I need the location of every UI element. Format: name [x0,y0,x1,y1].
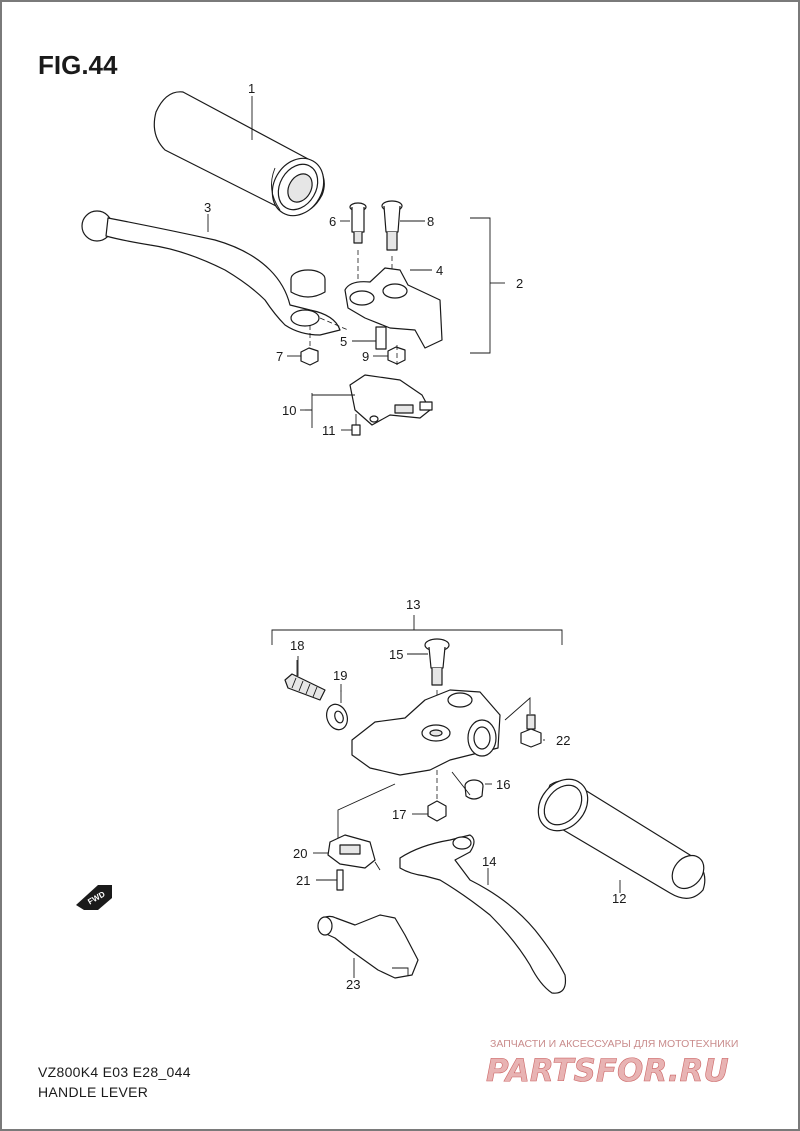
part-23-cover [317,914,419,979]
part-9-nut [387,346,406,365]
part-5-spring [375,326,387,350]
part-16-collar [451,771,484,800]
part-10-switch [349,374,433,426]
part-22-screw [504,697,542,748]
watermark-logo: PARTSFOR.RU [486,1053,729,1089]
callout-20: 20 [293,846,307,861]
part-17-nut [427,770,447,822]
callout-15: 15 [389,647,403,662]
callout-7: 7 [276,349,283,364]
part-14-lever [399,834,567,994]
callout-14: 14 [482,854,496,869]
callout-10: 10 [282,403,296,418]
part-13-holder [351,689,501,776]
callout-23: 23 [346,977,360,992]
callout-11: 11 [322,423,336,438]
part-1-grip [153,91,325,217]
part-11-screw [341,414,361,436]
callout-2: 2 [516,276,523,291]
fwd-arrow-icon: FWD [76,885,112,910]
part-21-screw [336,869,344,891]
callout-18: 18 [290,638,304,653]
callout-17: 17 [392,807,406,822]
diagram-code: VZ800K4 E03 E28_044 [38,1064,191,1080]
part-6-bolt [349,202,367,244]
callout-19: 19 [333,668,347,683]
bracket-13 [271,629,563,645]
part-20-switch [327,783,396,871]
callout-6: 6 [329,214,336,229]
part-18-adjuster [284,660,326,701]
callout-9: 9 [362,349,369,364]
callout-8: 8 [427,214,434,229]
callout-1: 1 [248,81,255,96]
callout-4: 4 [436,263,443,278]
callout-12: 12 [612,891,626,906]
part-19-ring [326,690,348,731]
part-15-bolt [424,638,450,686]
callout-21: 21 [296,873,310,888]
figure-title: FIG.44 [38,50,118,80]
bracket-2 [470,217,491,354]
callout-3: 3 [204,200,211,215]
watermark-subtitle: ЗАПЧАСТИ И АКСЕССУАРЫ ДЛЯ МОТОТЕХНИКИ [490,1038,738,1050]
part-12-grip [537,778,706,899]
callout-22: 22 [556,733,570,748]
diagram-name: HANDLE LEVER [38,1084,148,1100]
callout-16: 16 [496,777,510,792]
part-3-lever [81,210,341,336]
part-4-holder [344,267,443,349]
callout-13: 13 [406,597,420,612]
callout-5: 5 [340,334,347,349]
callout-layer [207,96,621,978]
watermark: ЗАПЧАСТИ И АКСЕССУАРЫ ДЛЯ МОТОТЕХНИКИ PA… [486,1038,739,1089]
part-8-bolt [381,200,403,251]
part-7-nut [300,347,319,366]
